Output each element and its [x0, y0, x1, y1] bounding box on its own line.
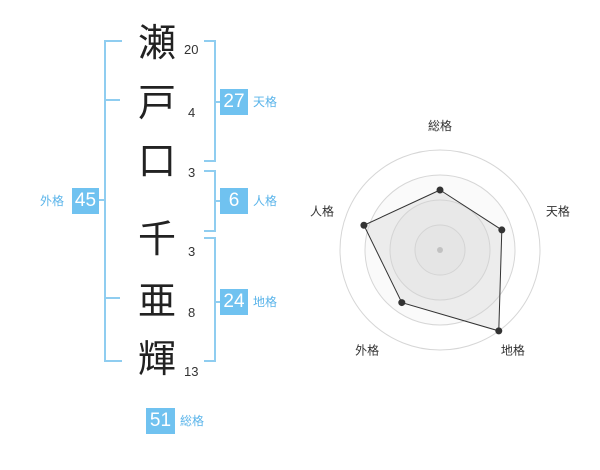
- radar-point-4: [398, 299, 406, 307]
- name-char-3: 口: [137, 139, 176, 183]
- name-char-1: 瀬: [137, 21, 176, 65]
- gaikaku-bracket: [104, 40, 122, 362]
- gaikaku-bracket-tick: [104, 297, 120, 299]
- gaikaku-value: 45: [72, 188, 99, 214]
- soukaku-label: 総格: [180, 414, 205, 428]
- name-char-2: 戸: [137, 81, 176, 125]
- radar-center: [437, 247, 443, 253]
- tenkaku-value: 27: [220, 89, 248, 115]
- stroke-count-5: 8: [188, 305, 196, 320]
- soukaku-value: 51: [146, 408, 175, 434]
- stroke-count-6: 13: [184, 364, 199, 379]
- stroke-count-3: 3: [188, 165, 196, 180]
- radar-axis-label-3: 地格: [501, 342, 525, 357]
- jinkaku-label: 人格: [253, 194, 278, 208]
- name-char-6: 輝: [137, 337, 176, 381]
- radar-polygon: [363, 189, 503, 332]
- gaikaku-bracket-tick: [104, 99, 120, 101]
- gaikaku-label: 外格: [40, 194, 65, 208]
- chikaku-connector: [214, 301, 222, 303]
- jinkaku-connector: [214, 200, 222, 202]
- chikaku-value: 24: [220, 289, 248, 315]
- stroke-count-2: 4: [188, 105, 196, 120]
- radar-point-1: [436, 186, 444, 194]
- tenkaku-label: 天格: [253, 95, 278, 109]
- name-char-4: 千: [137, 217, 176, 261]
- tenkaku-connector: [214, 101, 222, 103]
- chikaku-bracket: [204, 237, 216, 362]
- radar-point-2: [498, 226, 506, 234]
- radar-axis-label-1: 総格: [428, 118, 452, 133]
- radar-point-5: [360, 221, 368, 229]
- gaikaku-connector: [98, 199, 106, 201]
- radar-axis-label-4: 外格: [355, 342, 379, 357]
- jinkaku-value: 6: [220, 188, 248, 214]
- stroke-count-4: 3: [188, 244, 196, 259]
- radar-axis-label-5: 人格: [310, 204, 334, 219]
- chikaku-label: 地格: [253, 295, 278, 309]
- radar-axis-label-2: 天格: [546, 204, 570, 219]
- radar-point-3: [495, 327, 503, 335]
- stroke-count-1: 20: [184, 42, 199, 57]
- name-char-5: 亜: [137, 279, 176, 323]
